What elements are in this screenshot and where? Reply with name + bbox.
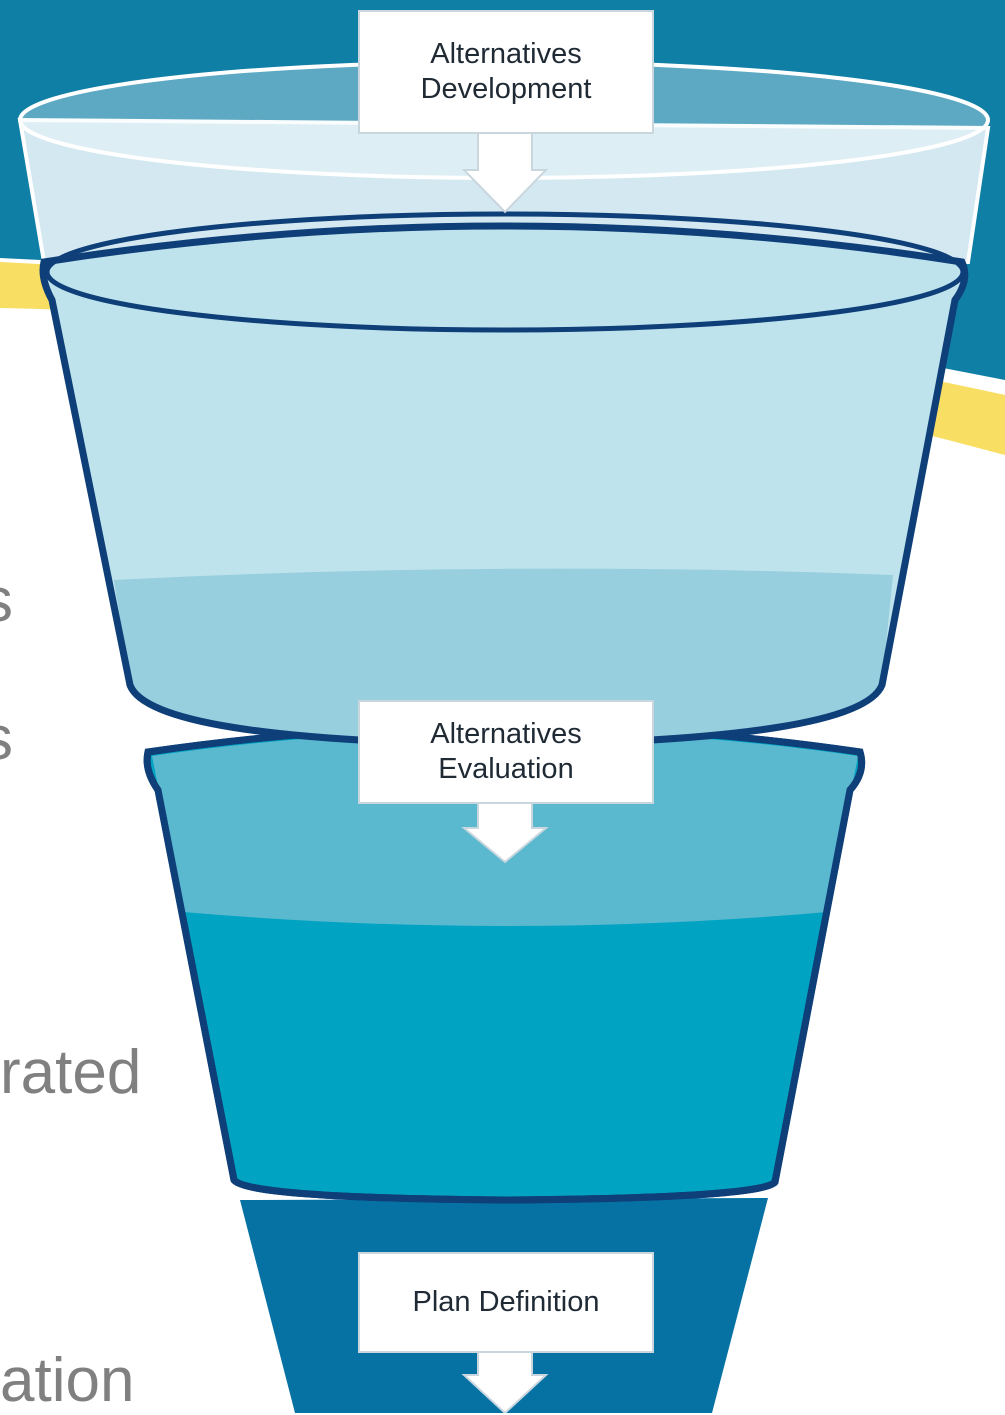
alternatives-evaluation-line2: Evaluation (430, 752, 582, 787)
alternatives-development-line1: Alternatives (421, 37, 592, 72)
side-text-fragment: s (0, 570, 13, 632)
plan-definition-box: Plan Definition (358, 1252, 654, 1353)
alternatives-evaluation-box: Alternatives Evaluation (358, 700, 654, 804)
side-text-fragment: s (0, 708, 13, 770)
alternatives-evaluation-line1: Alternatives (430, 717, 582, 752)
side-text-fragment: rated (0, 1042, 141, 1104)
alternatives-development-box: Alternatives Development (358, 10, 654, 134)
alternatives-development-line2: Development (421, 72, 592, 107)
side-text-fragment: ation (0, 1350, 134, 1412)
plan-definition-label: Plan Definition (413, 1285, 600, 1320)
